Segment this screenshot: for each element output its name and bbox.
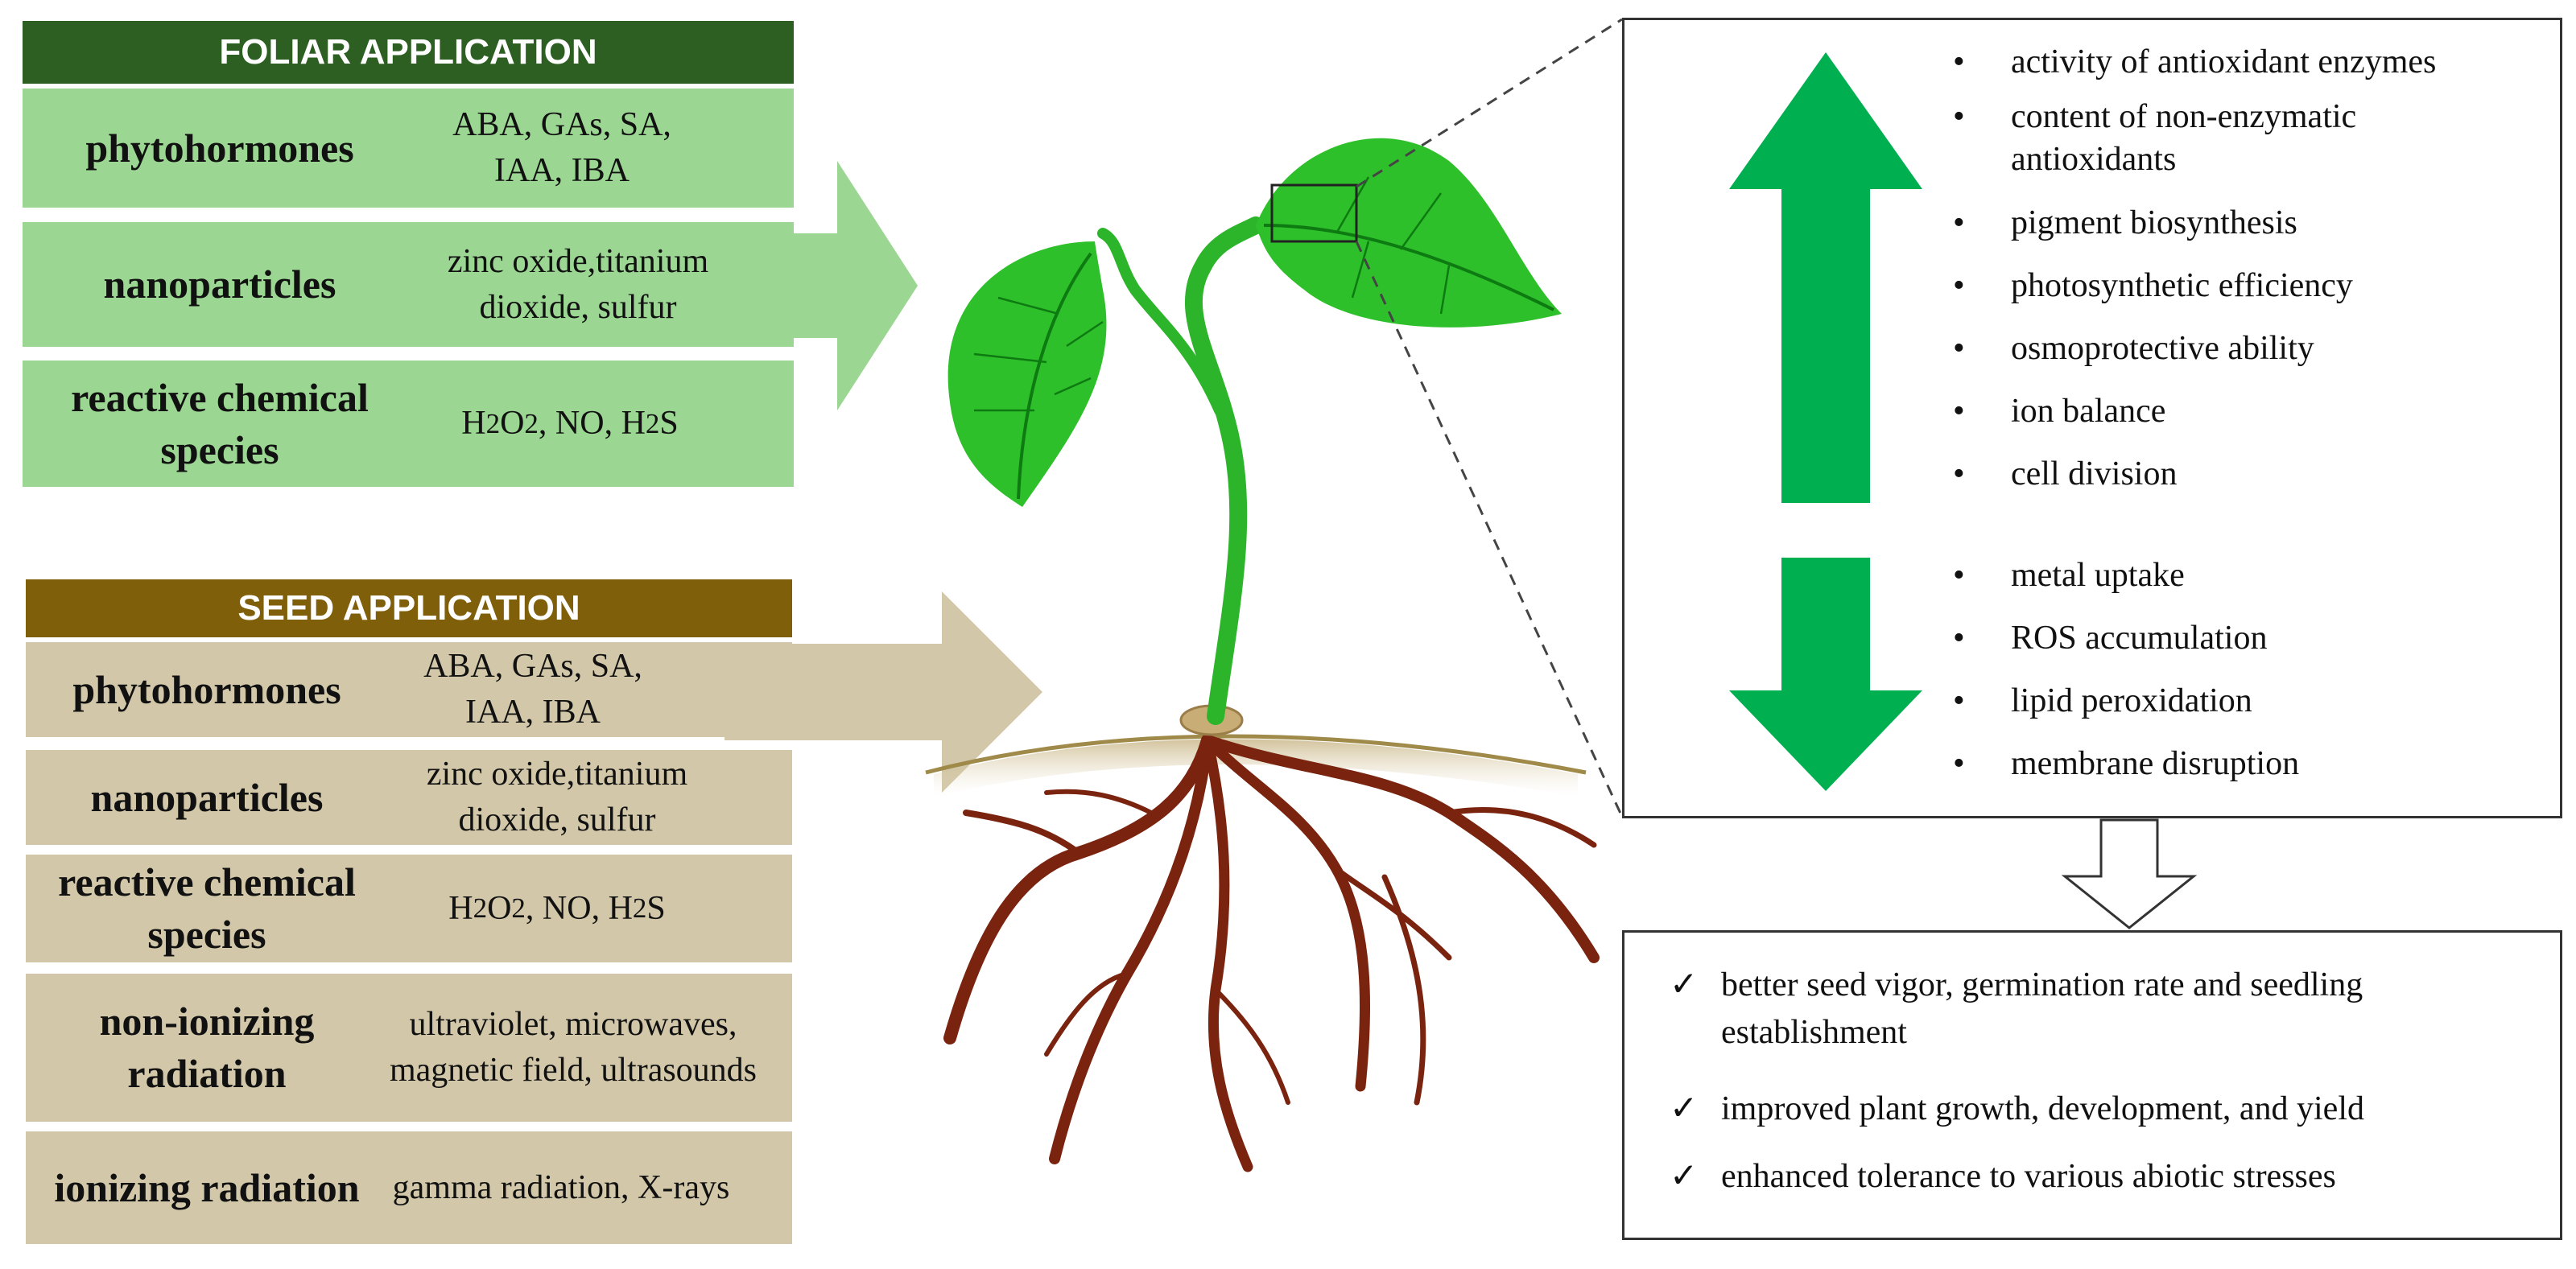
value-label: zinc oxide,titanium dioxide, sulfur — [426, 756, 688, 838]
branch — [1097, 228, 1225, 416]
category-label: non-ionizing radiation — [99, 999, 315, 1096]
category-label: nanoparticles — [90, 774, 324, 820]
decrease-item: •membrane disruption — [1953, 745, 2300, 782]
increase-item: •osmoprotective ability — [1953, 330, 2314, 367]
foliar-title: FOLIAR APPLICATION — [23, 21, 794, 84]
category-label: ionizing radiation — [54, 1164, 360, 1210]
value-label: ultraviolet, microwaves, magnetic field,… — [389, 1006, 758, 1089]
decrease-arrow — [1729, 558, 1922, 791]
increase-item: •ion balance — [1953, 393, 2166, 430]
increase-item: •photosynthetic efficiency — [1953, 267, 2353, 304]
decrease-item: •lipid peroxidation — [1953, 682, 2252, 719]
increase-arrow — [1729, 52, 1922, 503]
value-label: gamma radiation, X-rays — [392, 1168, 730, 1206]
outcomes-box: ✓better seed vigor, germination rate and… — [1622, 930, 2562, 1240]
increase-item: •activity of antioxidant enzymes — [1953, 43, 2437, 80]
plant-illustration — [925, 138, 1600, 1172]
category-label: nanoparticles — [103, 262, 336, 307]
outcome-item: ✓better seed vigor, germination rate and… — [1670, 966, 2363, 1051]
category-label: reactive chemical species — [58, 859, 356, 957]
stem — [1184, 216, 1265, 725]
magnification-square — [1270, 183, 1358, 243]
seed-row-ionizing-radiation: ionizing radiation gamma radiation, X-ra… — [26, 1131, 792, 1244]
seed-row-nanoparticles: nanoparticles zinc oxide,titanium dioxid… — [26, 750, 792, 845]
outcome-item: ✓improved plant growth, development, and… — [1670, 1090, 2364, 1127]
increase-item: •content of non-enzymatic antioxidants — [1953, 98, 2357, 178]
decrease-item: •metal uptake — [1953, 557, 2185, 594]
foliar-row-phytohormones: phytohormones ABA, GAs, SA, IAA, IBA — [23, 89, 794, 208]
roots — [943, 734, 1600, 1172]
value-label: ABA, GAs, SA, IAA, IBA — [423, 648, 642, 731]
increase-item: •pigment biosynthesis — [1953, 204, 2297, 241]
seed-row-non-ionizing-radiation: non-ionizing radiation ultraviolet, micr… — [26, 974, 792, 1122]
category-label: phytohormones — [85, 125, 354, 171]
ground-line — [925, 734, 1587, 775]
value-label: ABA, GAs, SA, IAA, IBA — [452, 106, 671, 189]
left-leaf — [947, 241, 1107, 507]
effects-box: •activity of antioxidant enzymes •conten… — [1622, 18, 2562, 818]
outcome-item: ✓enhanced tolerance to various abiotic s… — [1670, 1158, 2336, 1195]
foliar-row-nanoparticles: nanoparticles zinc oxide,titanium dioxid… — [23, 222, 794, 347]
increase-item: •cell division — [1953, 455, 2178, 492]
seed-arrow — [724, 591, 1042, 793]
seed-row-phytohormones: phytohormones ABA, GAs, SA, IAA, IBA — [26, 642, 792, 737]
value-label: zinc oxide,titanium dioxide, sulfur — [447, 242, 709, 326]
decrease-item: •ROS accumulation — [1953, 620, 2268, 657]
foliar-arrow — [724, 161, 918, 410]
category-label: reactive chemical species — [71, 374, 369, 472]
outcome-arrow — [2061, 818, 2198, 929]
category-label: phytohormones — [72, 666, 341, 712]
seed-title: SEED APPLICATION — [26, 579, 792, 637]
